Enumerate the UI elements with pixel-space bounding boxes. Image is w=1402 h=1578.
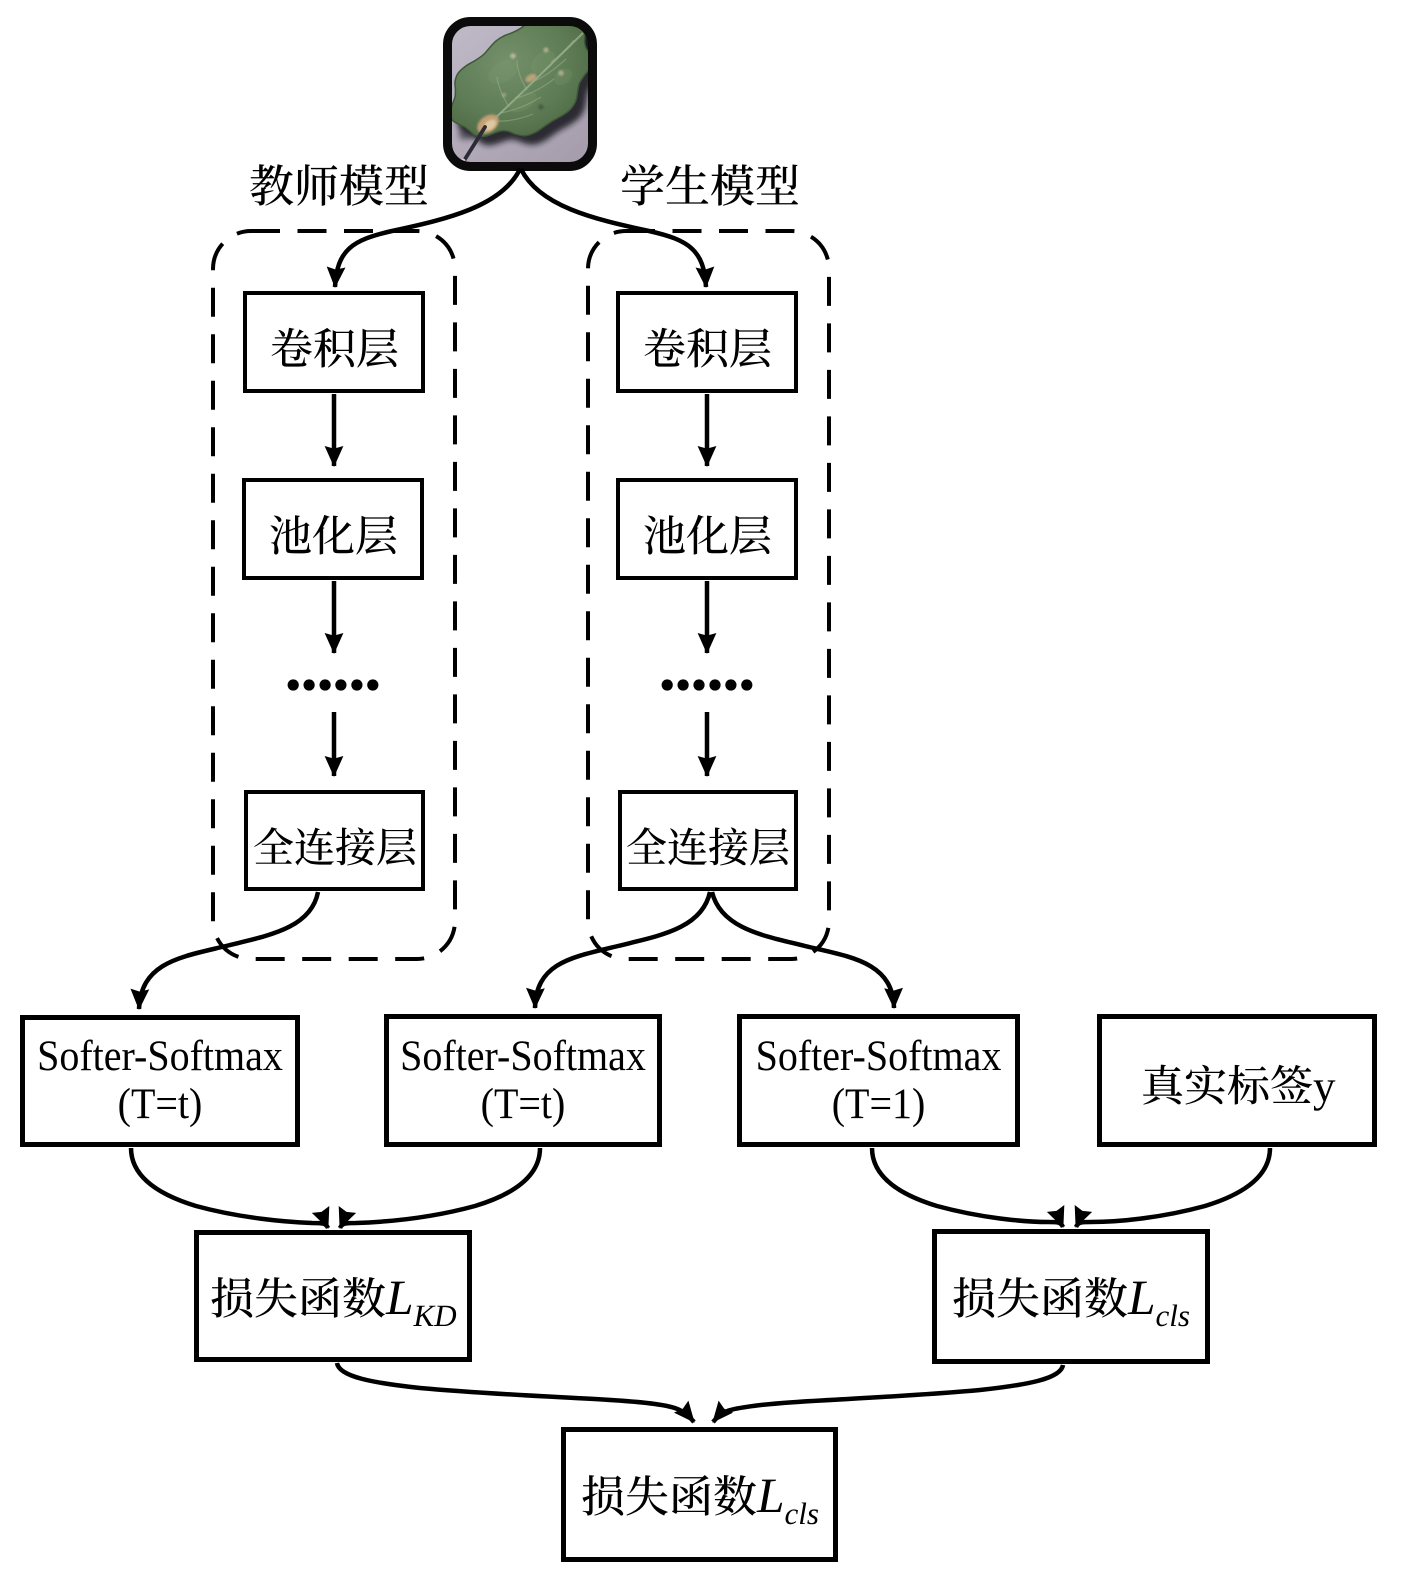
arrow-loss-kd-to-total	[334, 1362, 696, 1424]
teacher-model-container	[211, 229, 457, 961]
softmax-student-soft-line2: (T=t)	[480, 1080, 566, 1128]
box-teacher-conv	[243, 291, 425, 393]
input-leaf-image	[443, 17, 597, 171]
softmax-student-hard-line1: Softer-Softmax	[755, 1032, 1002, 1080]
arrow-loss-cls-to-total	[711, 1364, 1066, 1424]
softmax-teacher-line1: Softer-Softmax	[37, 1033, 283, 1080]
student-conv-label	[644, 327, 770, 368]
leaf-side-veins	[491, 39, 575, 122]
box-true-label	[1097, 1014, 1377, 1147]
arrow-student-fc-to-softmax-soft	[526, 891, 713, 1009]
arrow-true-label-to-loss-cls	[1073, 1147, 1273, 1229]
student-model-title	[621, 164, 799, 206]
true-label-text	[1142, 1064, 1335, 1111]
box-loss-kd	[194, 1230, 472, 1362]
box-student-conv	[616, 291, 798, 393]
teacher-pool-label	[269, 514, 396, 555]
softmax-student-hard-text: Softer-Softmax(T=1)	[752, 1019, 1006, 1142]
arrow-student-fc-to-softmax-hard	[709, 891, 903, 1009]
box-student-fc	[618, 790, 798, 891]
softmax-teacher-text: Softer-Softmax(T=t)	[34, 1020, 285, 1142]
arrow-teacher-fc-to-softmax	[130, 891, 321, 1010]
box-student-pool	[616, 478, 798, 580]
arrow-input-to-teacher-conv	[326, 167, 523, 288]
leaf-image-frame	[443, 17, 597, 171]
arrow-student-softmax-to-loss-kd	[337, 1147, 543, 1230]
arrow-input-to-student-conv	[518, 167, 715, 288]
loss-total-label	[581, 1474, 818, 1525]
teacher-model-title	[250, 164, 428, 206]
loss-kd-label	[210, 1276, 456, 1327]
box-loss-cls	[932, 1229, 1210, 1364]
softmax-student-soft-text: Softer-Softmax(T=t)	[398, 1019, 647, 1142]
box-softmax-teacher: Softer-Softmax(T=t)	[20, 1015, 300, 1147]
leaf-blade	[449, 22, 592, 138]
student-ellipsis-dots	[661, 679, 753, 691]
arrow-student-softmax-to-loss-cls	[869, 1147, 1066, 1229]
arrow-teacher-softmax-to-loss-kd	[128, 1147, 331, 1230]
loss-cls-label	[953, 1276, 1190, 1327]
box-teacher-fc	[244, 790, 425, 891]
teacher-ellipsis-dots	[287, 679, 379, 691]
teacher-conv-label	[271, 327, 397, 368]
softmax-student-hard-line2: (T=1)	[831, 1080, 926, 1128]
box-softmax-student-hard: Softer-Softmax(T=1)	[737, 1014, 1020, 1147]
box-softmax-student-soft: Softer-Softmax(T=t)	[384, 1014, 662, 1147]
box-loss-total	[561, 1427, 838, 1562]
teacher-fc-label	[253, 827, 415, 866]
student-pool-label	[643, 514, 770, 555]
softmax-student-soft-line1: Softer-Softmax	[400, 1032, 646, 1080]
box-teacher-pool	[242, 478, 424, 580]
student-fc-label	[627, 827, 789, 866]
softmax-teacher-line2: (T=t)	[117, 1081, 203, 1128]
